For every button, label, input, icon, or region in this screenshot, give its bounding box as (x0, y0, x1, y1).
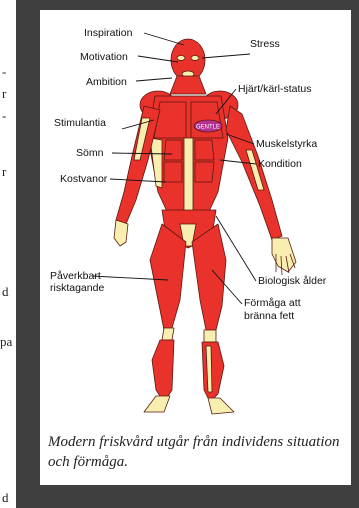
text-fragment: - (2, 108, 6, 124)
left-foot (144, 396, 170, 412)
label-hjart-karl-status: Hjärt/kärl-status (238, 83, 312, 95)
right-thigh (192, 224, 226, 330)
left-pectoral (154, 102, 186, 138)
label-paverkbart-line2: risktagande (50, 282, 104, 294)
label-muskelstyrka: Muskelstyrka (256, 138, 317, 150)
right-foot (208, 398, 234, 414)
label-paverkbart-line1: Påverkbart (50, 270, 101, 282)
ab-4 (195, 162, 214, 182)
ab-3 (164, 162, 182, 182)
left-thigh (150, 224, 186, 330)
left-hand (114, 220, 128, 246)
right-calf (202, 342, 224, 402)
label-ambition: Ambition (86, 76, 127, 88)
label-kostvanor: Kostvanor (60, 173, 107, 185)
text-fragment: d (2, 490, 9, 506)
figure-caption: Modern friskvård utgår från individens s… (48, 432, 346, 472)
heart-badge-text: GENTLE (196, 125, 220, 131)
figure-panel: GENTLE (16, 0, 359, 508)
label-inspiration: Inspiration (84, 27, 132, 39)
label-motivation: Motivation (80, 51, 128, 63)
label-somn: Sömn (76, 147, 103, 159)
text-fragment: r (2, 86, 6, 102)
linea-alba (184, 138, 193, 215)
left-calf (152, 340, 174, 402)
text-fragment: - (2, 64, 6, 80)
ab-2 (195, 140, 214, 160)
label-stimulantia: Stimulantia (54, 117, 106, 129)
label-kondition: Kondition (258, 158, 302, 170)
left-knee (162, 328, 174, 340)
label-stress: Stress (250, 38, 280, 50)
text-fragment: r (2, 164, 6, 180)
left-eye (177, 56, 185, 61)
label-biologisk-alder: Biologisk ålder (258, 275, 326, 287)
cropped-body-text: - r - r d pa d (0, 0, 16, 508)
text-fragment: d (2, 284, 9, 300)
text-fragment: pa (0, 334, 12, 350)
ab-1 (164, 140, 182, 160)
figure-card: GENTLE (40, 10, 351, 485)
label-formaga-line1: Förmåga att (244, 297, 301, 309)
label-formaga-line2: bränna fett (244, 310, 294, 322)
neck (170, 76, 206, 94)
right-knee (204, 330, 216, 342)
right-eye (191, 56, 199, 61)
muscle-body-illustration: GENTLE (40, 10, 351, 422)
